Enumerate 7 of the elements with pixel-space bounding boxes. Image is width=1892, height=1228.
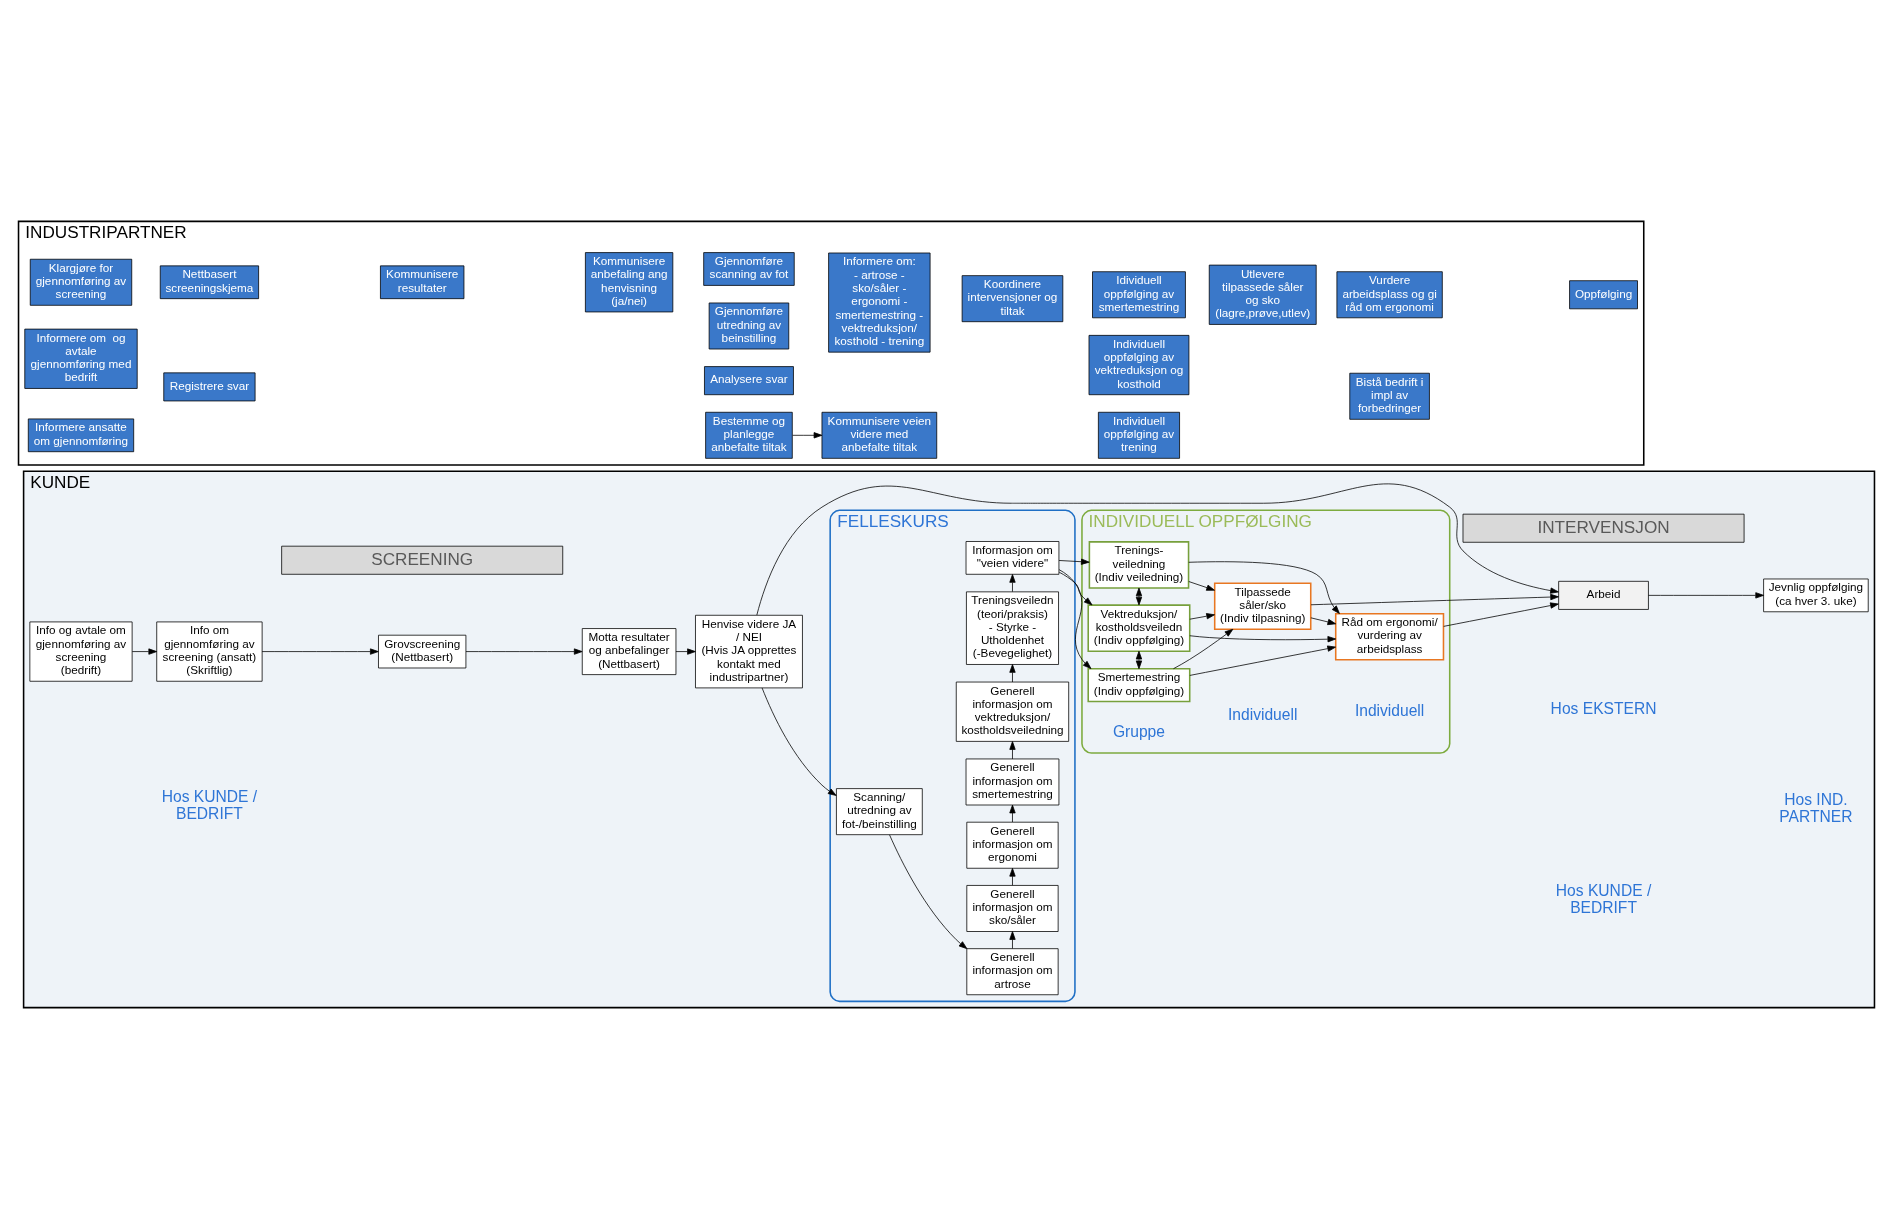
label: Hos KUNDE / BEDRIFT: [161, 787, 257, 822]
label: Individuell: [1354, 701, 1424, 719]
label: Gruppe: [1112, 722, 1165, 740]
label: Hos IND. PARTNER: [1778, 790, 1852, 825]
label: Hos KUNDE / BEDRIFT: [1555, 881, 1651, 916]
label: Individuell: [1227, 705, 1297, 723]
label: Hos EKSTERN: [1550, 699, 1656, 717]
